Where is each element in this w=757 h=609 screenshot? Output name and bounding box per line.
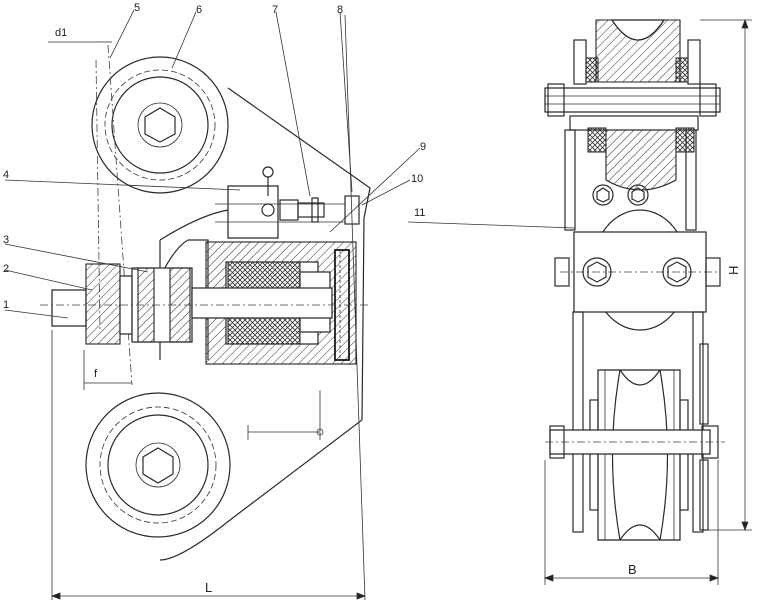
side-plate-outline (149, 87, 371, 521)
B-dimension (543, 460, 720, 585)
side-view (4, 9, 576, 601)
top-wheel-lower (564, 115, 699, 231)
dim-f: f (94, 368, 98, 380)
callout-4: 4 (3, 169, 9, 181)
front-view (543, 18, 752, 585)
H-dimension (700, 18, 752, 532)
dim-H: H (726, 266, 741, 275)
callout-6: 6 (196, 4, 202, 16)
callout-7: 7 (272, 4, 278, 16)
callout-5: 5 (134, 2, 140, 14)
f-dimension (83, 350, 132, 390)
L-dimension (50, 330, 367, 600)
dimension-labels: d1 f L B H (55, 27, 741, 595)
top-wheel (91, 56, 229, 194)
bottom-dimension-feature (247, 390, 324, 440)
mid-bar (554, 209, 721, 331)
dim-L: L (205, 580, 212, 595)
callout-2: 2 (3, 263, 9, 275)
boundary-line (344, 14, 366, 601)
bracket-4 (215, 166, 360, 239)
callout-11: 11 (414, 207, 425, 219)
top-grooved-wheel (544, 19, 721, 117)
callout-1: 1 (3, 299, 9, 311)
leader-lines (4, 9, 576, 319)
callout-9: 9 (420, 141, 426, 153)
dim-d1: d1 (55, 27, 67, 39)
callout-labels: 5 6 7 8 9 10 11 4 3 2 1 (3, 2, 426, 311)
shaft-assembly (40, 263, 370, 345)
side-plate-left-edge (159, 209, 231, 561)
bottom-wheel (85, 392, 231, 538)
bottom-grooved-wheel (545, 311, 725, 541)
dim-B: B (628, 562, 637, 577)
callout-10: 10 (411, 173, 423, 185)
callout-8: 8 (337, 4, 343, 16)
callout-3: 3 (3, 234, 9, 246)
